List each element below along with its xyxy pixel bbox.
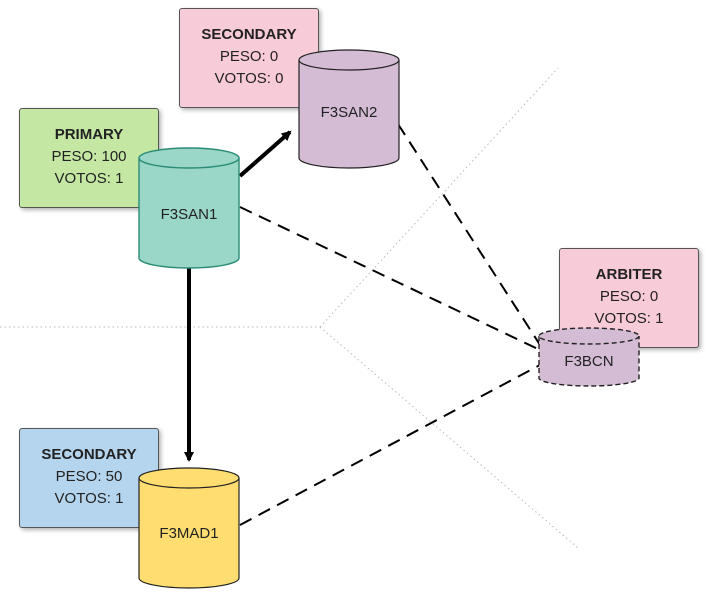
card-role-label: PRIMARY: [54, 126, 124, 143]
card-peso-label: PESO: 0: [599, 288, 659, 305]
boundary-line-upper: [319, 67, 559, 328]
card-peso-label: PESO: 0: [219, 48, 279, 65]
card-votos-label: VOTOS: 1: [54, 170, 124, 187]
region-boundary-lines: [0, 67, 579, 549]
arrow-f3san1-to-f3san2: [238, 130, 292, 178]
card-peso-label: PESO: 50: [55, 468, 123, 485]
heartbeat-links: [239, 123, 543, 526]
card-secondary-bottom: SECONDARY PESO: 50 VOTOS: 1: [19, 428, 159, 528]
card-votos-label: VOTOS: 0: [214, 70, 284, 87]
card-arbiter: ARBITER PESO: 0 VOTOS: 1: [559, 248, 699, 348]
card-primary: PRIMARY PESO: 100 VOTOS: 1: [19, 108, 159, 208]
boundary-line-lower: [319, 326, 579, 549]
card-role-label: ARBITER: [595, 266, 663, 283]
card-secondary-top: SECONDARY PESO: 0 VOTOS: 0: [179, 8, 319, 108]
link-f3mad1-f3bcn: [239, 364, 541, 526]
card-votos-label: VOTOS: 1: [54, 490, 124, 507]
replication-arrows: [184, 130, 292, 462]
card-role-label: SECONDARY: [201, 26, 297, 43]
card-votos-label: VOTOS: 1: [594, 310, 664, 327]
link-f3san1-f3bcn: [239, 206, 541, 351]
link-f3san2-f3bcn: [397, 123, 543, 349]
card-role-label: SECONDARY: [41, 446, 137, 463]
card-peso-label: PESO: 100: [51, 148, 127, 165]
